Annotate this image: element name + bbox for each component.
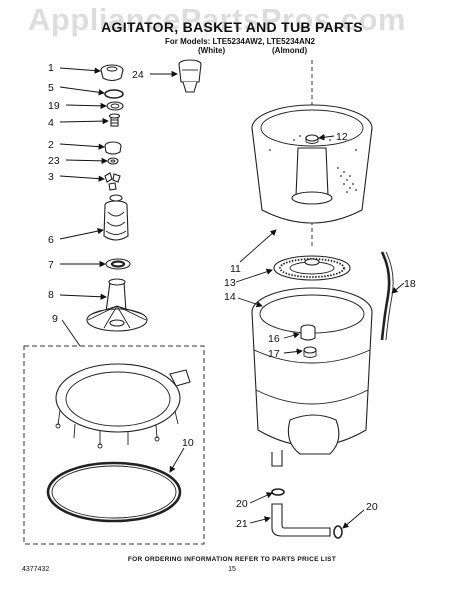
part-2-dog-ear-cam <box>104 141 122 155</box>
part-16-tub-seal <box>300 324 316 341</box>
part-4-bolt <box>108 113 121 127</box>
callout-11: 11 <box>230 263 241 275</box>
leader-lines <box>59 67 405 529</box>
callout-20-upper: 20 <box>236 498 248 510</box>
callout-5: 5 <box>48 82 54 94</box>
callout-13: 13 <box>224 277 236 289</box>
part-19-seal <box>106 101 124 111</box>
callout-4: 4 <box>48 117 54 129</box>
part-3-dogs <box>104 172 121 191</box>
part-6-agitator-extension <box>103 194 129 241</box>
part-21-drain-hose <box>271 503 331 537</box>
part-20-hose-clamp-upper <box>271 488 285 496</box>
callout-8: 8 <box>48 289 54 301</box>
document-number: 4377432 <box>22 566 50 573</box>
part-11-wash-basket <box>251 104 373 224</box>
part-18-tub-ring-strip <box>380 251 394 341</box>
ordering-note: FOR ORDERING INFORMATION REFER TO PARTS … <box>127 556 337 563</box>
callout-18: 18 <box>404 278 416 290</box>
part-14-outer-tub <box>251 287 373 467</box>
part-7-drive-bell <box>105 258 131 270</box>
part-24-fabric-softener-dispenser <box>178 59 202 93</box>
page-number: 15 <box>228 566 236 573</box>
part-10-gasket-ring <box>46 461 182 523</box>
callout-23: 23 <box>48 155 60 167</box>
callout-17: 17 <box>268 348 280 360</box>
callout-20-lower: 20 <box>366 501 378 513</box>
part-1-agitator-cap <box>100 64 124 82</box>
part-12-basket-nut <box>305 134 319 144</box>
assembly-box <box>23 345 205 545</box>
callout-14: 14 <box>224 291 236 303</box>
callout-labels: 1 5 19 4 2 23 3 6 7 8 9 10 24 12 11 13 1… <box>48 62 416 530</box>
callout-16: 16 <box>268 333 280 345</box>
variant-white: (White) <box>198 46 226 55</box>
part-9-basket-drive-ring <box>55 363 191 449</box>
callout-10: 10 <box>182 437 194 449</box>
callout-21: 21 <box>236 518 248 530</box>
callout-12: 12 <box>336 131 348 143</box>
callout-2: 2 <box>48 139 54 151</box>
part-13-balance-ring-hub <box>273 255 351 281</box>
part-8-agitator-base <box>86 278 148 332</box>
models-line: For Models: LTE5234AW2, LTE5234AN2 <box>165 37 315 46</box>
watermark: AppliancePartsPros.com <box>28 2 406 37</box>
callout-7: 7 <box>48 259 54 271</box>
callout-3: 3 <box>48 171 54 183</box>
variant-almond: (Almond) <box>272 46 308 55</box>
callout-1: 1 <box>48 62 54 74</box>
part-5-retainer-ring <box>104 89 124 99</box>
part-23-washer <box>107 157 119 165</box>
callout-6: 6 <box>48 234 54 246</box>
part-17-bearing <box>303 346 317 358</box>
callout-19: 19 <box>48 100 60 112</box>
callout-9: 9 <box>52 313 58 325</box>
part-20-hose-clamp-lower <box>333 525 343 539</box>
callout-24: 24 <box>132 69 144 81</box>
page-title: AGITATOR, BASKET AND TUB PARTS <box>101 19 363 35</box>
